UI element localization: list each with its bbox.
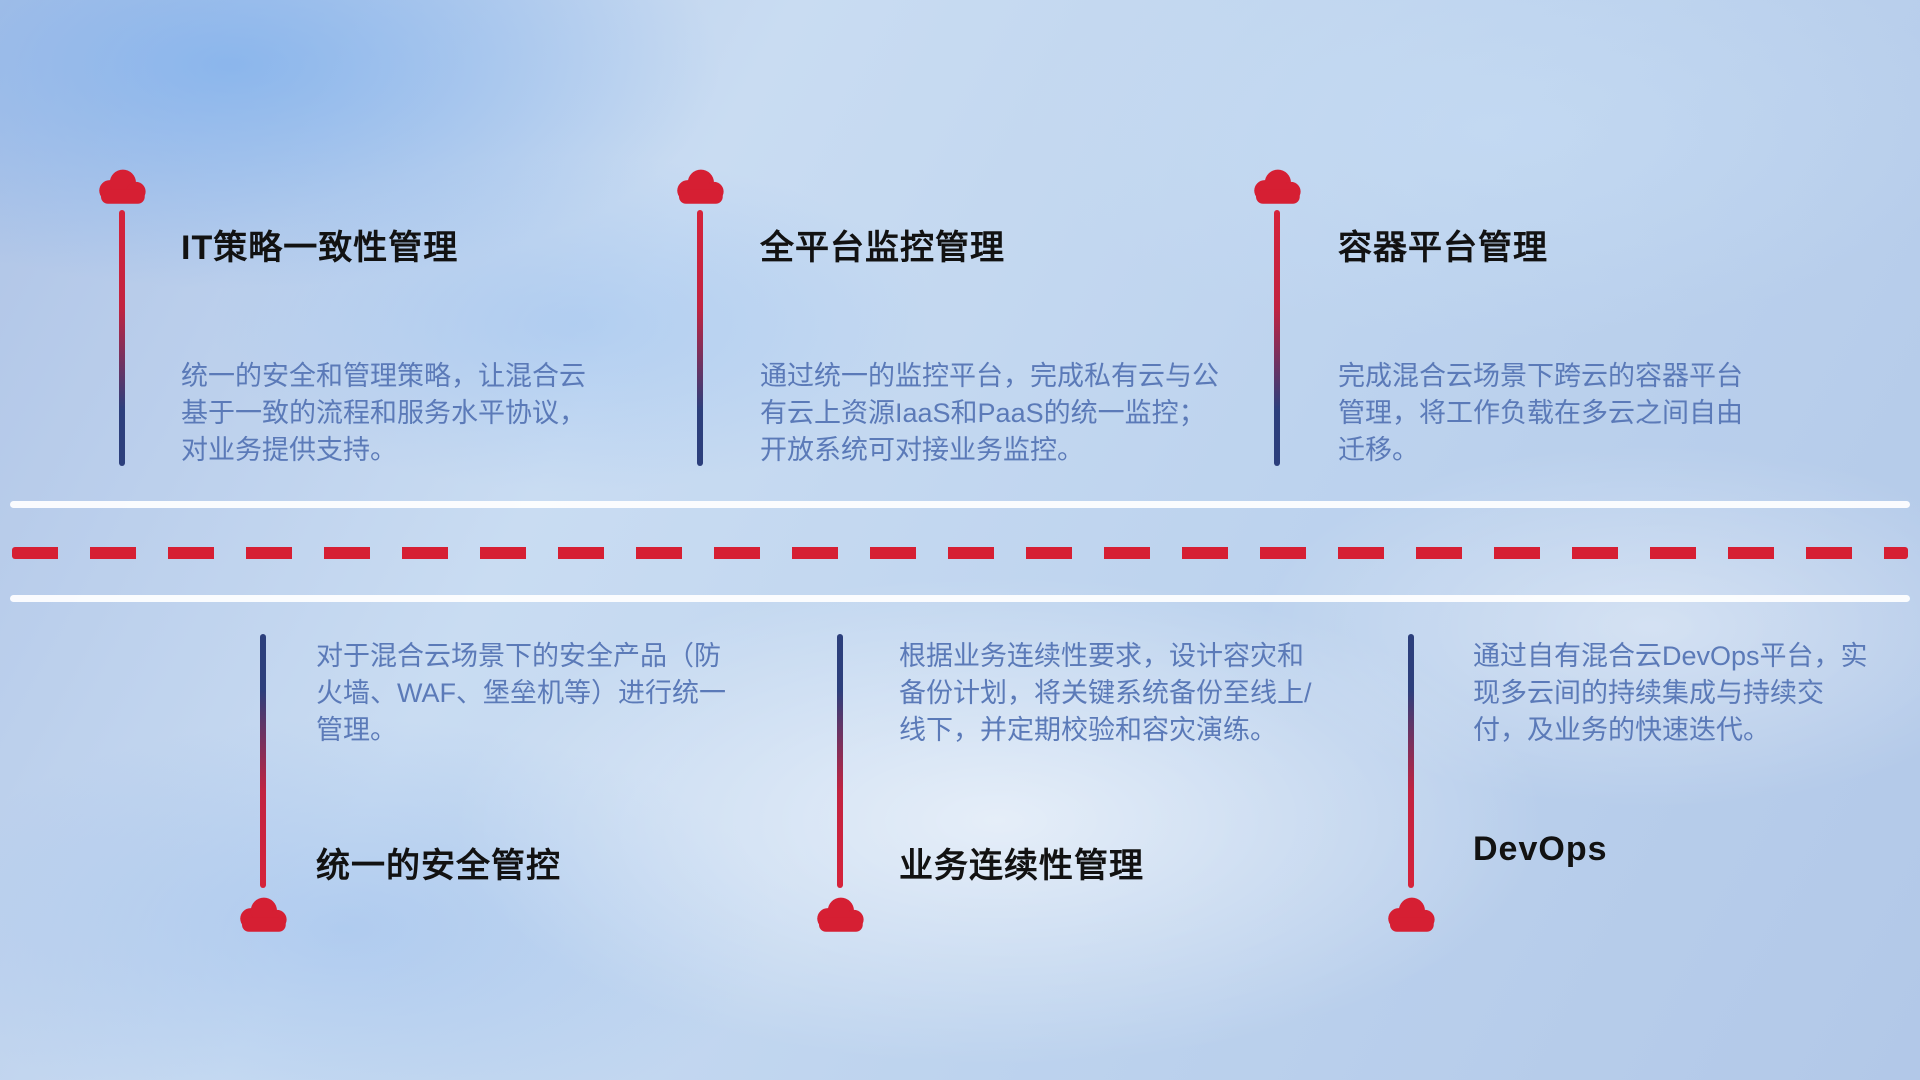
item-title: IT策略一致性管理 [181,229,459,267]
cloud-icon [1249,168,1305,208]
item-description: 通过统一的监控平台，完成私有云与公有云上资源IaaS和PaaS的统一监控；开放系… [760,361,1219,465]
cloud-icon [1383,896,1439,936]
item-description: 统一的安全和管理策略，让混合云基于一致的流程和服务水平协议，对业务提供支持。 [181,361,586,465]
divider-dashed-red [12,547,1908,559]
timeline-line [260,634,266,888]
cloud-icon [235,896,291,936]
item-title: 容器平台管理 [1338,229,1548,267]
timeline-line [837,634,843,888]
timeline-line [697,210,703,466]
item-description: 通过自有混合云DevOps平台，实现多云间的持续集成与持续交付，及业务的快速迭代… [1473,641,1868,745]
item-description: 完成混合云场景下跨云的容器平台管理，将工作负载在多云之间自由迁移。 [1338,361,1743,465]
item-description: 对于混合云场景下的安全产品（防火墙、WAF、堡垒机等）进行统一管理。 [316,641,726,745]
cloud-icon [672,168,728,208]
timeline-line [119,210,125,466]
cloud-icon [812,896,868,936]
divider-solid-bottom [10,595,1910,602]
item-title: DevOps [1473,830,1608,868]
divider-solid-top [10,501,1910,508]
item-title: 业务连续性管理 [899,847,1144,885]
item-description: 根据业务连续性要求，设计容灾和备份计划，将关键系统备份至线上/线下，并定期校验和… [899,641,1312,745]
item-title: 全平台监控管理 [760,229,1005,267]
timeline-line [1408,634,1414,888]
timeline-line [1274,210,1280,466]
cloud-icon [94,168,150,208]
item-title: 统一的安全管控 [316,847,561,885]
